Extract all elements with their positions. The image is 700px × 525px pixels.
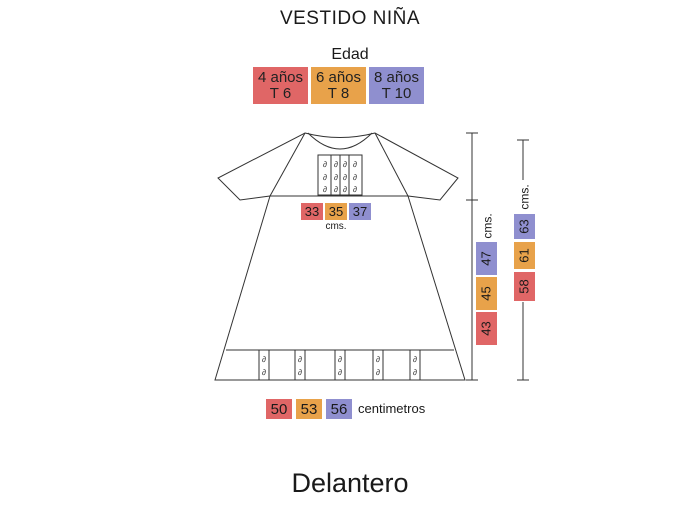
skirt-length-unit-text: cms. <box>481 213 495 239</box>
embroidery-glyph: ∂ <box>334 173 338 182</box>
embroidery-glyph: ∂ <box>334 160 338 169</box>
total-length-small-value: 58 <box>517 279 532 294</box>
total-length-unit-text: cms. <box>518 184 532 210</box>
embroidery-glyph: ∂ <box>353 173 357 182</box>
skirt-length-large-value: 47 <box>479 251 494 266</box>
view-label: Delantero <box>291 468 409 498</box>
embroidery-glyph: ∂ <box>334 185 338 194</box>
size-legend-medium: 6 años T 8 <box>311 67 366 104</box>
embroidery-glyph: ∂ <box>323 185 327 194</box>
embroidery-glyph: ∂ <box>353 160 357 169</box>
embroidery-glyph: ∂ <box>323 160 327 169</box>
yoke-width-small: 33 <box>301 203 323 220</box>
hem-width-large: 56 <box>326 399 352 419</box>
yoke-width-unit: cms. <box>325 221 347 232</box>
embroidery-glyph: ∂ <box>376 368 380 377</box>
embroidery-glyph: ∂ <box>338 355 342 364</box>
raglan-seam-right <box>374 132 409 197</box>
skirt-length-unit: cms. <box>478 212 498 240</box>
embroidery-glyph: ∂ <box>262 368 266 377</box>
page-title: VESTIDO NIÑA <box>279 8 421 29</box>
size-code-label: T 10 <box>381 84 412 102</box>
embroidery-glyph: ∂ <box>343 173 347 182</box>
yoke-width-large: 37 <box>349 203 371 220</box>
dress-outline <box>214 132 466 381</box>
size-legend-small: 4 años T 6 <box>253 67 308 104</box>
embroidery-glyph: ∂ <box>343 185 347 194</box>
total-length-dimension <box>517 139 529 381</box>
hem-width-small: 50 <box>266 399 292 419</box>
neckline <box>307 132 373 150</box>
age-heading: Edad <box>331 46 369 63</box>
total-length-large-value: 63 <box>517 219 532 234</box>
hem-motif <box>334 349 346 381</box>
total-length-small: 58 <box>514 272 535 301</box>
total-length-unit: cms. <box>515 182 535 212</box>
embroidery-glyph: ∂ <box>343 160 347 169</box>
embroidery-glyph: ∂ <box>298 355 302 364</box>
skirt-length-large: 47 <box>476 242 497 275</box>
embroidery-glyph: ∂ <box>413 355 417 364</box>
size-legend-large: 8 años T 10 <box>369 67 424 104</box>
size-age-label: 8 años <box>373 68 420 86</box>
total-length-medium: 61 <box>514 242 535 269</box>
hem-width-medium: 53 <box>296 399 322 419</box>
hem-motif <box>409 349 421 381</box>
skirt-length-small-value: 43 <box>479 321 494 336</box>
embroidery-glyph: ∂ <box>262 355 266 364</box>
hem-motif <box>372 349 384 381</box>
yoke-width-medium: 35 <box>325 203 347 220</box>
embroidery-glyph: ∂ <box>413 368 417 377</box>
hem-width-unit: centimetros <box>358 401 426 416</box>
skirt-length-medium: 45 <box>476 277 497 310</box>
skirt-length-small: 43 <box>476 312 497 345</box>
total-length-medium-value: 61 <box>517 248 532 263</box>
embroidery-glyph: ∂ <box>353 185 357 194</box>
size-code-label: T 6 <box>269 84 292 102</box>
skirt-length-medium-value: 45 <box>479 286 494 301</box>
embroidery-glyph: ∂ <box>298 368 302 377</box>
size-code-label: T 8 <box>327 84 350 102</box>
hem-motif <box>294 349 306 381</box>
hem-motif <box>258 349 270 381</box>
size-age-label: 6 años <box>315 68 362 86</box>
embroidery-glyph: ∂ <box>323 173 327 182</box>
raglan-seam-left <box>269 132 306 197</box>
embroidery-glyph: ∂ <box>338 368 342 377</box>
skirt-length-dimension <box>466 132 478 381</box>
total-length-large: 63 <box>514 214 535 239</box>
embroidery-glyph: ∂ <box>376 355 380 364</box>
size-age-label: 4 años <box>257 68 304 86</box>
